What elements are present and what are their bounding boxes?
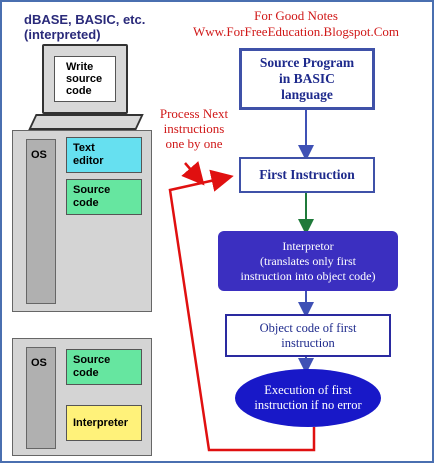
execution-line-2: instruction if no error (254, 398, 362, 412)
computer-monitor-icon: Write source code (42, 44, 128, 114)
os-label: OS (31, 149, 47, 161)
interpreter-tile: Interpreter (66, 405, 142, 441)
text-editor-tile: Text editor (66, 137, 142, 173)
heading-interpreted: (interpreted) (24, 27, 101, 42)
text-editor-line-2: editor (73, 155, 104, 167)
memory-block-interpreting: OS Source code Interpreter (12, 338, 152, 456)
source-code-line-1: Source (73, 184, 111, 196)
source-code-tile: Source code (66, 179, 142, 215)
process-note-line-3: one by one (165, 136, 223, 151)
source-code-line-1: Source (73, 354, 111, 366)
text-editor-line-1: Text (73, 142, 95, 154)
os-column: OS (26, 139, 56, 304)
source-code-tile: Source code (66, 349, 142, 385)
notes-line-1: For Good Notes (254, 8, 338, 23)
source-program-line-1: Source Program (259, 55, 355, 70)
execution-line-1: Execution of first (264, 383, 352, 397)
first-instruction-label: First Instruction (259, 167, 355, 182)
interpretor-box: Interpretor (translates only first instr… (218, 231, 398, 291)
screen-text-write: Write (66, 61, 94, 73)
object-code-line-1: Object code of first (259, 320, 357, 335)
interpretor-line-1: Interpretor (282, 238, 334, 253)
os-label: OS (31, 357, 47, 369)
notes-url: Www.ForFreeEducation.Blogspot.Com (192, 24, 400, 39)
first-instruction-box: First Instruction (239, 157, 375, 193)
object-code-line-2: instruction (281, 335, 335, 350)
execution-ellipse: Execution of first instruction if no err… (235, 369, 381, 427)
screen-text-source: source (66, 73, 103, 85)
process-note-line-1: Process Next (159, 106, 229, 121)
interpreter-label: Interpreter (73, 417, 129, 429)
source-program-line-3: language (281, 87, 333, 102)
interpretor-line-2: (translates only first (260, 253, 356, 268)
source-program-line-2: in BASIC (279, 71, 335, 86)
note-pointer-arrow (181, 161, 205, 186)
notes-text: For Good Notes Www.ForFreeEducation.Blog… (178, 8, 414, 40)
screen-text-code: code (66, 85, 92, 97)
heading-languages: dBASE, BASIC, etc. (24, 12, 146, 27)
process-next-note: Process Next instructions one by one (142, 106, 246, 151)
source-program-box: Source Program in BASIC language (239, 48, 375, 110)
source-code-line-2: code (73, 197, 99, 209)
process-note-line-2: instructions (163, 121, 225, 136)
heading: dBASE, BASIC, etc. (interpreted) (24, 12, 145, 42)
monitor-screen: Write source code (54, 56, 116, 102)
memory-block-editing: OS Text editor Source code (12, 130, 152, 312)
interpretor-line-3: instruction into object code) (240, 268, 376, 283)
source-code-line-2: code (73, 367, 99, 379)
loop-back-arrow (168, 169, 316, 452)
object-code-box: Object code of first instruction (225, 314, 391, 357)
os-column: OS (26, 347, 56, 449)
